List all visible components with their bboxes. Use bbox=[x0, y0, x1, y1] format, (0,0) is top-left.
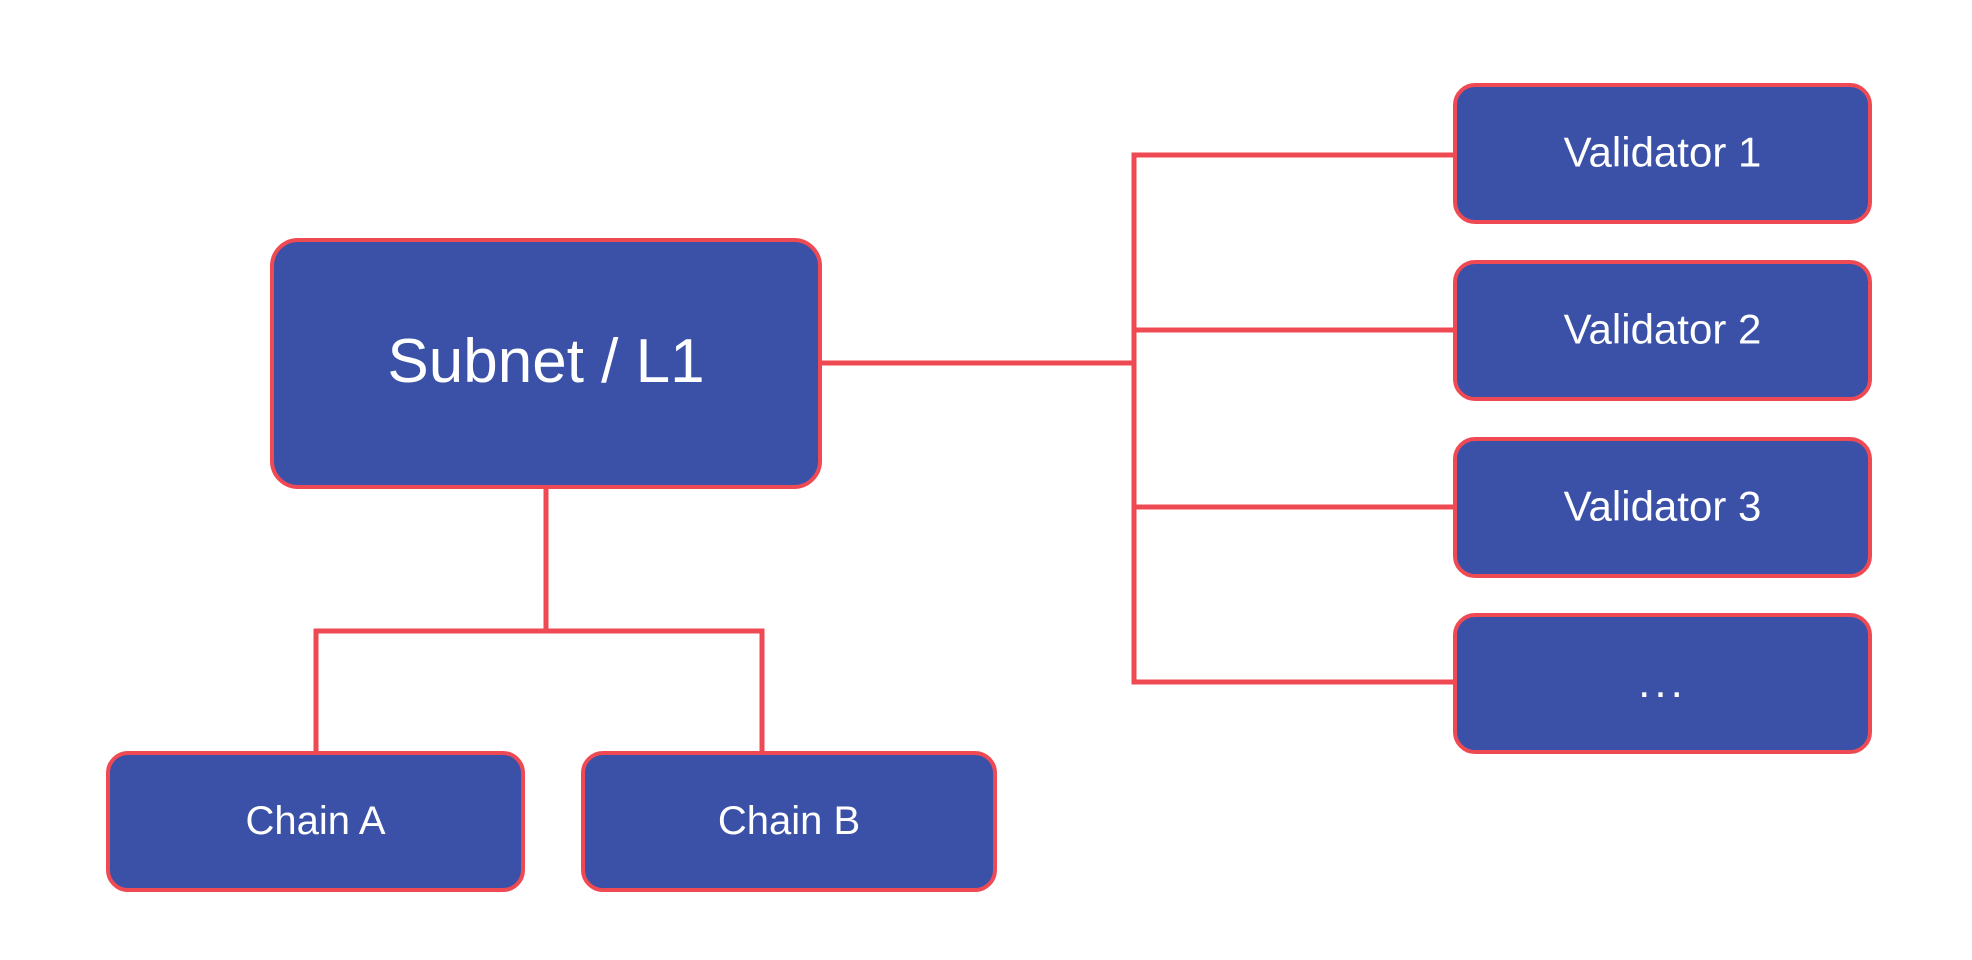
edge-root-to-validator-2 bbox=[820, 327, 1455, 366]
edge-root-to-chain-a bbox=[313, 487, 549, 753]
node-validator-more[interactable]: ... bbox=[1453, 613, 1872, 754]
node-subnet-l1[interactable]: Subnet / L1 bbox=[270, 238, 822, 489]
node-chain-b-label: Chain B bbox=[718, 799, 860, 843]
edge-root-to-validator-more bbox=[820, 360, 1455, 685]
node-validator-2-box[interactable] bbox=[1453, 260, 1872, 401]
node-chain-b-box[interactable] bbox=[581, 751, 997, 892]
node-subnet-l1-label: Subnet / L1 bbox=[387, 327, 704, 396]
node-validator-more-box[interactable] bbox=[1453, 613, 1872, 754]
node-subnet-l1-box[interactable] bbox=[270, 238, 822, 489]
node-chain-a-box[interactable] bbox=[106, 751, 525, 892]
node-validator-1-box[interactable] bbox=[1453, 83, 1872, 224]
node-validator-more-label: ... bbox=[1638, 658, 1687, 707]
node-validator-3[interactable]: Validator 3 bbox=[1453, 437, 1872, 578]
edge-group bbox=[313, 152, 1455, 753]
node-validator-3-label: Validator 3 bbox=[1564, 483, 1762, 530]
edge-root-to-validator-3 bbox=[820, 360, 1455, 510]
node-validator-2[interactable]: Validator 2 bbox=[1453, 260, 1872, 401]
node-chain-a-label: Chain A bbox=[245, 799, 385, 843]
node-validator-1-label: Validator 1 bbox=[1564, 129, 1762, 176]
node-validator-2-label: Validator 2 bbox=[1564, 306, 1762, 353]
node-chain-a[interactable]: Chain A bbox=[106, 751, 525, 892]
node-validator-3-box[interactable] bbox=[1453, 437, 1872, 578]
node-chain-b[interactable]: Chain B bbox=[581, 751, 997, 892]
node-validator-1[interactable]: Validator 1 bbox=[1453, 83, 1872, 224]
edge-root-to-chain-b bbox=[543, 487, 765, 753]
